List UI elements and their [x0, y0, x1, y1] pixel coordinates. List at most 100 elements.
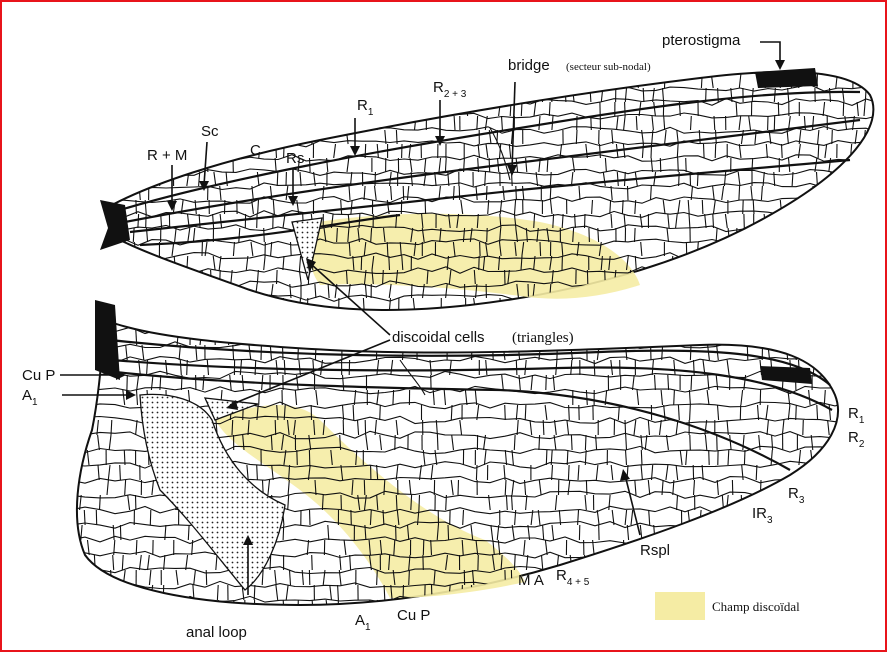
wing-crossvein — [853, 284, 854, 298]
wing-crossvein — [640, 298, 641, 312]
wing-crossvein — [119, 102, 120, 116]
wing-crossvein — [522, 298, 523, 312]
wing-crossvein — [478, 88, 479, 102]
wing-vein — [110, 309, 880, 316]
wing-crossvein — [257, 465, 258, 480]
wing-crossvein — [825, 555, 827, 570]
wing-crossvein — [106, 158, 108, 172]
wing-crossvein — [161, 298, 163, 312]
wing-crossvein — [173, 102, 174, 116]
label-anal-loop: anal loop — [186, 624, 247, 641]
label-ma: M A — [518, 572, 544, 589]
wing-crossvein — [713, 270, 714, 284]
wing-crossvein — [403, 186, 404, 200]
wing-crossvein — [521, 102, 522, 116]
wing-crossvein — [350, 102, 352, 116]
wing-crossvein — [635, 228, 636, 242]
wing-crossvein — [736, 228, 737, 242]
wing-crossvein — [489, 158, 490, 172]
wing-crossvein — [706, 270, 707, 284]
wing-crossvein — [296, 102, 298, 116]
wing-crossvein — [365, 144, 366, 158]
wing-crossvein — [483, 88, 485, 102]
wing-vein — [110, 57, 880, 64]
wing-crossvein — [817, 228, 819, 242]
wing-crossvein — [145, 270, 147, 284]
wing-crossvein — [300, 88, 301, 102]
wing-crossvein — [336, 615, 338, 630]
wing-crossvein — [870, 312, 872, 326]
wing-crossvein — [750, 298, 751, 312]
wing-crossvein — [570, 600, 571, 615]
wing-crossvein — [384, 312, 385, 326]
wing-crossvein — [708, 330, 709, 345]
wing-crossvein — [829, 214, 831, 228]
wing-crossvein — [118, 144, 120, 158]
legend: Champ discoïdal — [655, 592, 800, 620]
wing-crossvein — [625, 330, 627, 345]
wing-crossvein — [739, 270, 740, 284]
wing-crossvein — [606, 555, 607, 570]
wing-crossvein — [175, 60, 176, 74]
wing-crossvein — [780, 270, 781, 284]
wing-crossvein — [776, 570, 777, 585]
wing-crossvein — [548, 298, 549, 312]
wing-crossvein — [741, 495, 742, 510]
wing-crossvein — [792, 256, 793, 270]
wing-crossvein — [692, 555, 693, 570]
wing-crossvein — [339, 330, 340, 345]
wing-crossvein — [261, 130, 262, 144]
wing-crossvein — [742, 585, 744, 600]
wing-crossvein — [484, 74, 485, 88]
wing-crossvein — [832, 130, 833, 144]
wing-crossvein — [590, 298, 591, 312]
wing-crossvein — [634, 600, 635, 615]
wing-crossvein — [663, 570, 665, 585]
wing-crossvein — [827, 330, 828, 345]
label-bridge-note: (secteur sub-nodal) — [566, 61, 651, 73]
hindwing — [64, 300, 850, 630]
wing-crossvein — [651, 298, 652, 312]
wing-crossvein — [232, 144, 234, 158]
wing-crossvein — [476, 312, 477, 326]
wing-crossvein — [163, 312, 165, 326]
wing-crossvein — [836, 600, 837, 615]
label-a1-left: A1 — [22, 387, 38, 408]
wing-crossvein — [807, 540, 808, 555]
wing-crossvein — [126, 270, 127, 284]
wing-crossvein — [257, 615, 259, 630]
wing-crossvein — [686, 158, 687, 172]
wing-crossvein — [67, 480, 68, 495]
wing-crossvein — [159, 116, 160, 130]
wing-crossvein — [841, 242, 843, 256]
wing-crossvein — [852, 312, 854, 326]
wing-crossvein — [350, 116, 352, 130]
wing-crossvein — [132, 116, 134, 130]
wing-crossvein — [211, 298, 213, 312]
wing-crossvein — [852, 242, 853, 256]
wing-crossvein — [756, 465, 757, 480]
wing-crossvein — [275, 615, 277, 630]
wing-crossvein — [651, 615, 653, 630]
wing-crossvein — [711, 312, 712, 326]
wing-crossvein — [143, 172, 145, 186]
wing-crossvein — [541, 298, 542, 312]
wing-crossvein — [138, 214, 139, 228]
wing-crossvein — [409, 570, 410, 585]
wing-crossvein — [677, 60, 679, 74]
wing-crossvein — [788, 298, 790, 312]
hindwing-base — [95, 300, 120, 380]
wing-crossvein — [359, 116, 360, 130]
wing-crossvein — [685, 60, 687, 74]
wing-crossvein — [201, 88, 202, 102]
wing-crossvein — [426, 312, 427, 326]
wing-crossvein — [137, 270, 138, 284]
wing-crossvein — [701, 256, 703, 270]
wing-crossvein — [824, 228, 826, 242]
wing-crossvein — [432, 585, 433, 600]
wing-crossvein — [213, 312, 214, 326]
wing-crossvein — [743, 510, 745, 525]
wing-crossvein — [220, 270, 221, 284]
label-pterostigma: pterostigma — [662, 32, 741, 49]
wing-crossvein — [123, 242, 124, 256]
